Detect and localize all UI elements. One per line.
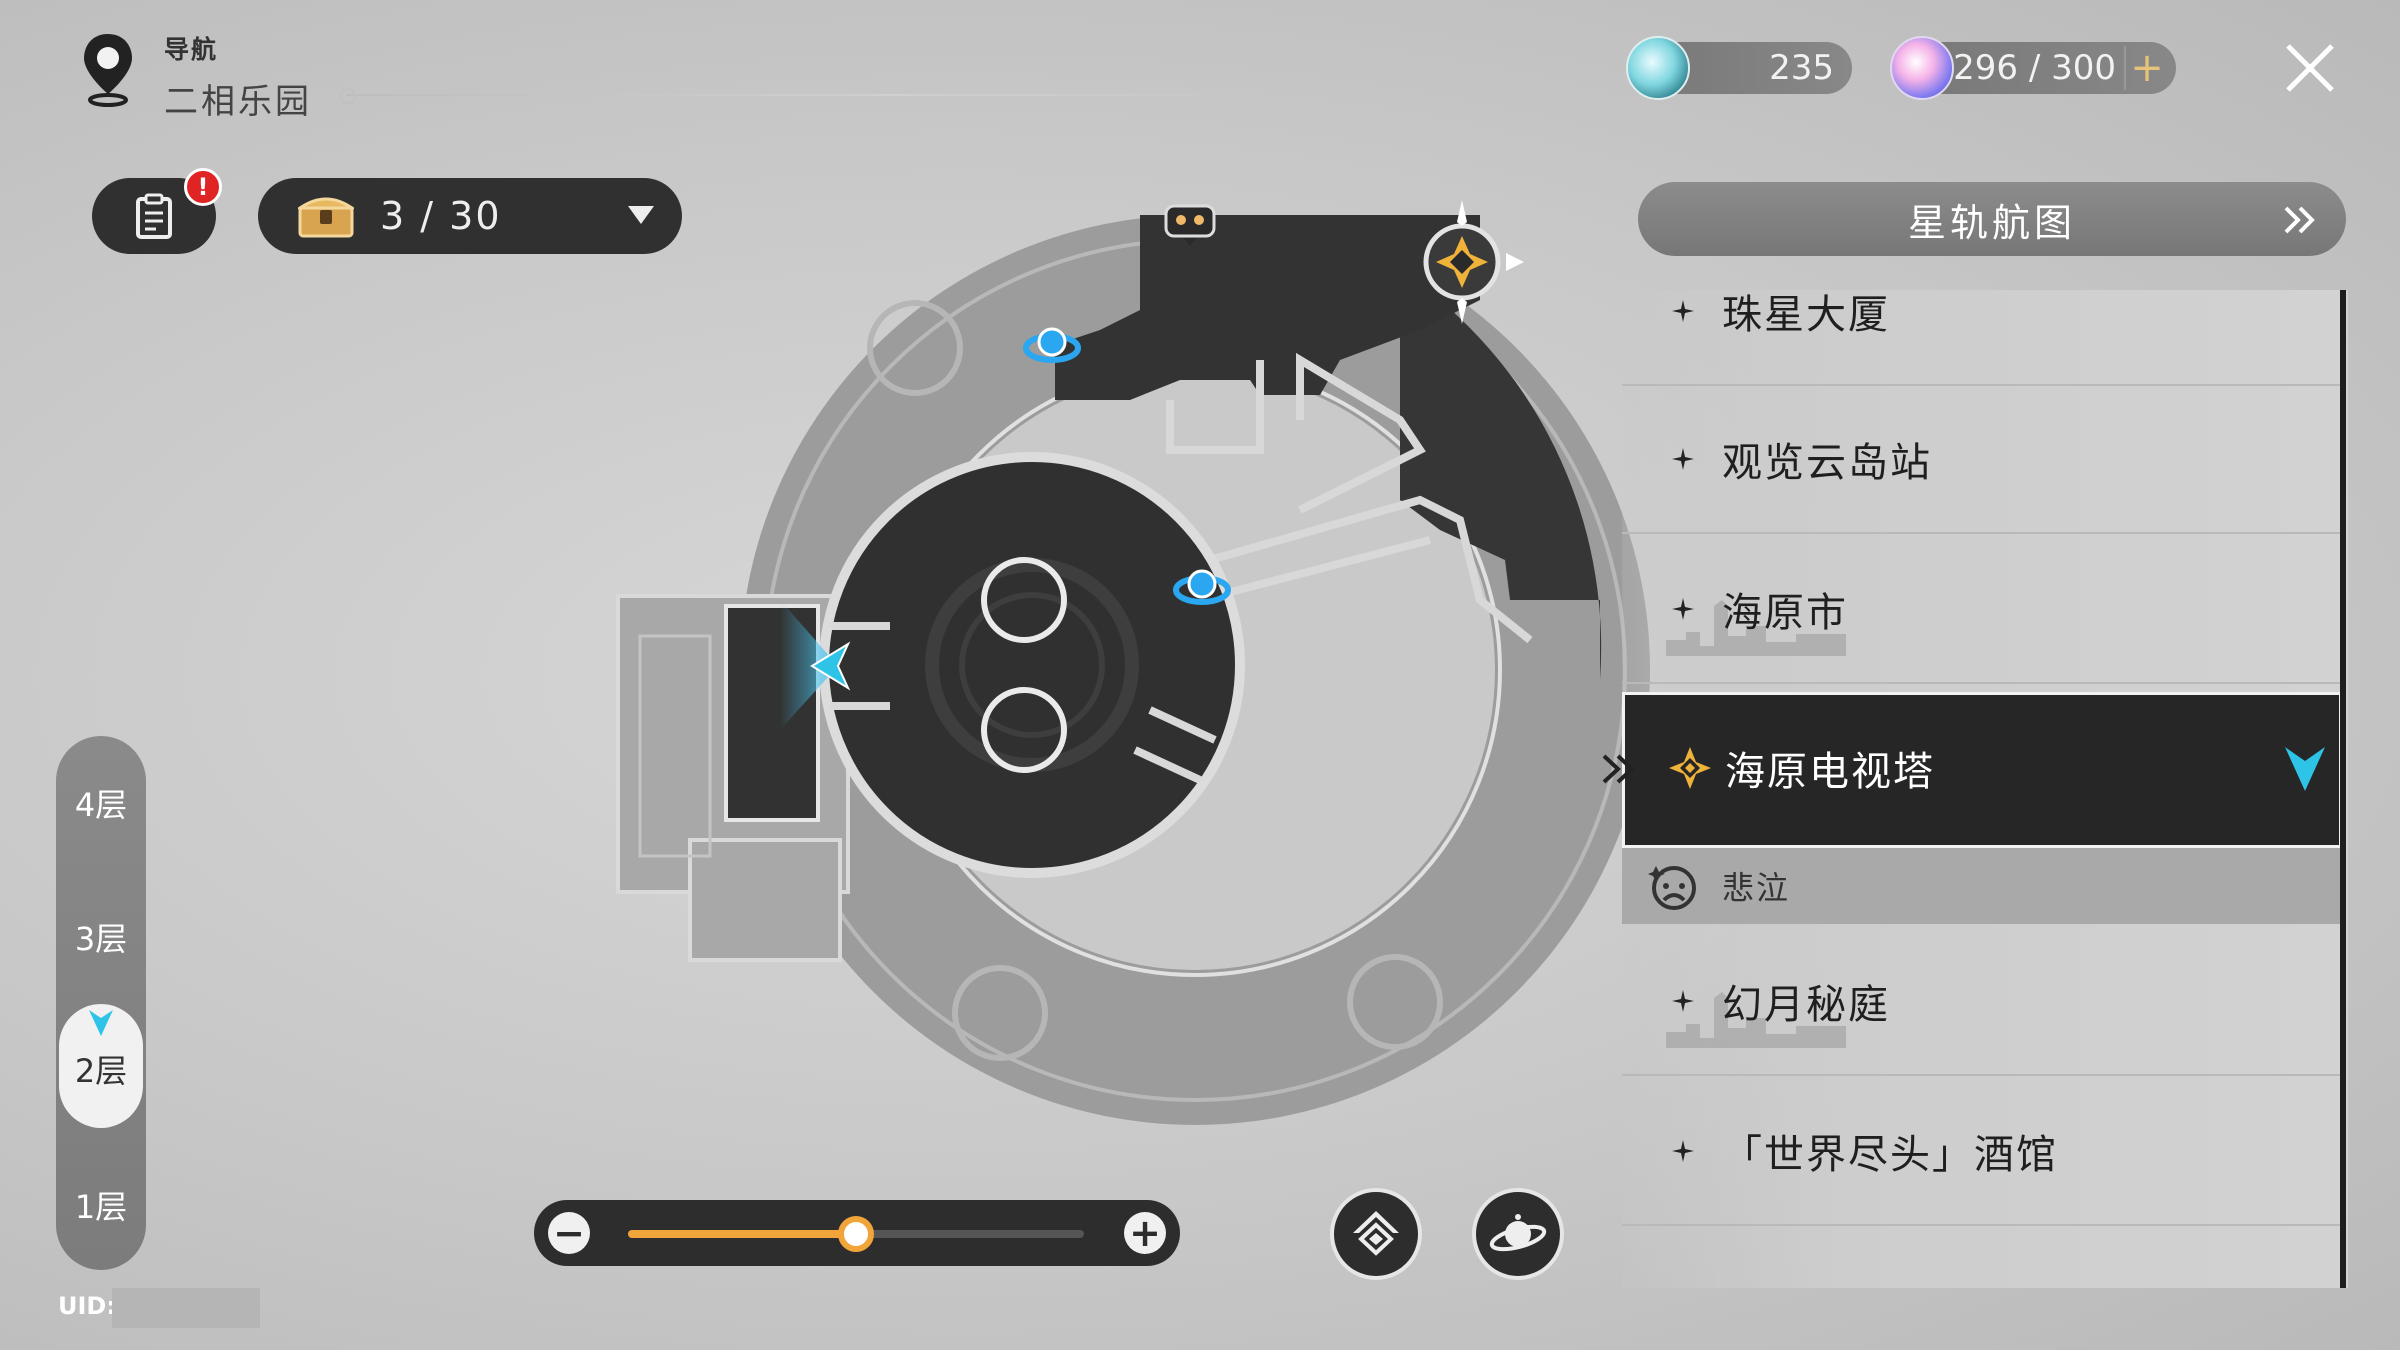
chevron-down-icon[interactable] [628, 206, 654, 224]
chest-count: 3 / 30 [380, 194, 502, 238]
area-name: 二相乐园 [164, 82, 312, 122]
zoom-handle[interactable] [838, 1216, 874, 1252]
list-item-label: 珠星大厦 [1722, 292, 1890, 338]
list-item[interactable]: 海原市 [1622, 536, 2342, 684]
floor-1-button[interactable]: 1层 [74, 1188, 128, 1226]
zoom-fill [628, 1230, 856, 1238]
list-subitem-label: 悲泣 [1722, 869, 1791, 907]
uid-label: UID: [58, 1292, 116, 1320]
map-top-building [1055, 215, 1480, 400]
selection-pointer-icon [1602, 754, 1635, 784]
floor-2-button[interactable]: 2层 [59, 1004, 143, 1128]
header-divider [340, 88, 1256, 104]
map-dark-sector [1400, 270, 1602, 680]
sparkle-icon [1672, 598, 1694, 620]
home-teleport-button[interactable] [1330, 1188, 1422, 1280]
list-subitem[interactable]: 悲泣 [1622, 848, 2342, 924]
list-item-label: 海原电视塔 [1725, 749, 1935, 795]
uid-value-redacted [112, 1288, 260, 1328]
map-central-hall [819, 452, 1245, 878]
double-chevron-right-icon [2284, 206, 2315, 234]
star-rail-map-button[interactable]: 星轨航图 [1638, 182, 2346, 256]
sparkle-icon [1672, 1140, 1694, 1162]
zoom-in-button[interactable]: + [1124, 1212, 1166, 1254]
treasure-chest-counter[interactable]: 3 / 30 [258, 178, 682, 254]
sparkle-icon [1672, 990, 1694, 1012]
floor-4-button[interactable]: 4层 [74, 786, 128, 824]
space-anchor-icon[interactable] [1023, 327, 1081, 363]
floor-2-label: 2层 [74, 1052, 128, 1090]
list-item-selected[interactable]: 海原电视塔 [1622, 692, 2342, 848]
trailblaze-power-value: 296 / 300 [1953, 48, 2116, 88]
current-location-marker-icon [2285, 747, 2325, 791]
add-power-button[interactable]: + [2124, 45, 2168, 91]
zoom-track[interactable] [628, 1216, 1084, 1252]
floor-3-button[interactable]: 3层 [74, 920, 128, 958]
space-anchor-icon[interactable] [1173, 569, 1231, 605]
home-icon [1353, 1211, 1399, 1256]
list-scrollbar[interactable] [2340, 290, 2346, 1288]
city-skyline-icon [1666, 600, 1846, 656]
calyx-gold-icon [1669, 747, 1711, 789]
planet-view-button[interactable] [1472, 1188, 1564, 1280]
player-position-icon [810, 641, 851, 691]
zoom-out-button[interactable]: − [548, 1212, 590, 1254]
treasure-chest-icon [298, 197, 354, 238]
stellar-jade-icon [1626, 36, 1690, 100]
map-corridors [1166, 352, 1533, 644]
list-item[interactable]: 幻月秘庭 [1622, 928, 2342, 1076]
npc-robot-icon[interactable] [1164, 204, 1216, 246]
sparkle-icon [1672, 448, 1694, 470]
clipboard-icon [136, 193, 172, 239]
stellar-jade-value: 235 [1769, 48, 1834, 88]
list-item[interactable]: 「世界尽头」酒馆 [1622, 1078, 2342, 1226]
list-item-label: 「世界尽头」酒馆 [1722, 1132, 2058, 1178]
calyx-gold-icon[interactable] [1423, 200, 1524, 324]
panel-title: 星轨航图 [1907, 200, 2076, 245]
planet-icon [1489, 1214, 1547, 1252]
floor-selector: 4层 3层 2层 1层 [56, 736, 146, 1270]
mission-alert-badge: ! [184, 168, 222, 206]
location-pin-icon [84, 34, 132, 107]
list-item[interactable]: 珠星大厦 [1622, 290, 2342, 386]
trailblaze-power-counter[interactable]: 296 / 300 + [1890, 36, 2176, 100]
city-skyline-icon [1666, 992, 1846, 1048]
list-item[interactable]: 观览云岛站 [1622, 386, 2342, 534]
stellar-jade-counter[interactable]: 235 [1626, 36, 1852, 100]
sparkle-icon [1672, 300, 1694, 322]
list-item-label: 幻月秘庭 [1722, 982, 1890, 1028]
player-view-cone [780, 600, 838, 730]
trailblaze-power-icon [1890, 36, 1954, 100]
navigation-header: 导航 二相乐园 [78, 30, 312, 123]
current-floor-marker-icon [89, 1010, 113, 1036]
nav-label: 导航 [164, 35, 219, 64]
zoom-slider[interactable]: − + [534, 1200, 1180, 1266]
close-icon[interactable] [2280, 38, 2340, 98]
sad-face-icon [1648, 866, 1696, 910]
list-item-label: 海原市 [1722, 590, 1848, 636]
location-list[interactable]: 珠星大厦 观览云岛站 海原市 海原电视塔 悲泣 [1622, 290, 2348, 1288]
list-item-label: 观览云岛站 [1722, 440, 1932, 486]
